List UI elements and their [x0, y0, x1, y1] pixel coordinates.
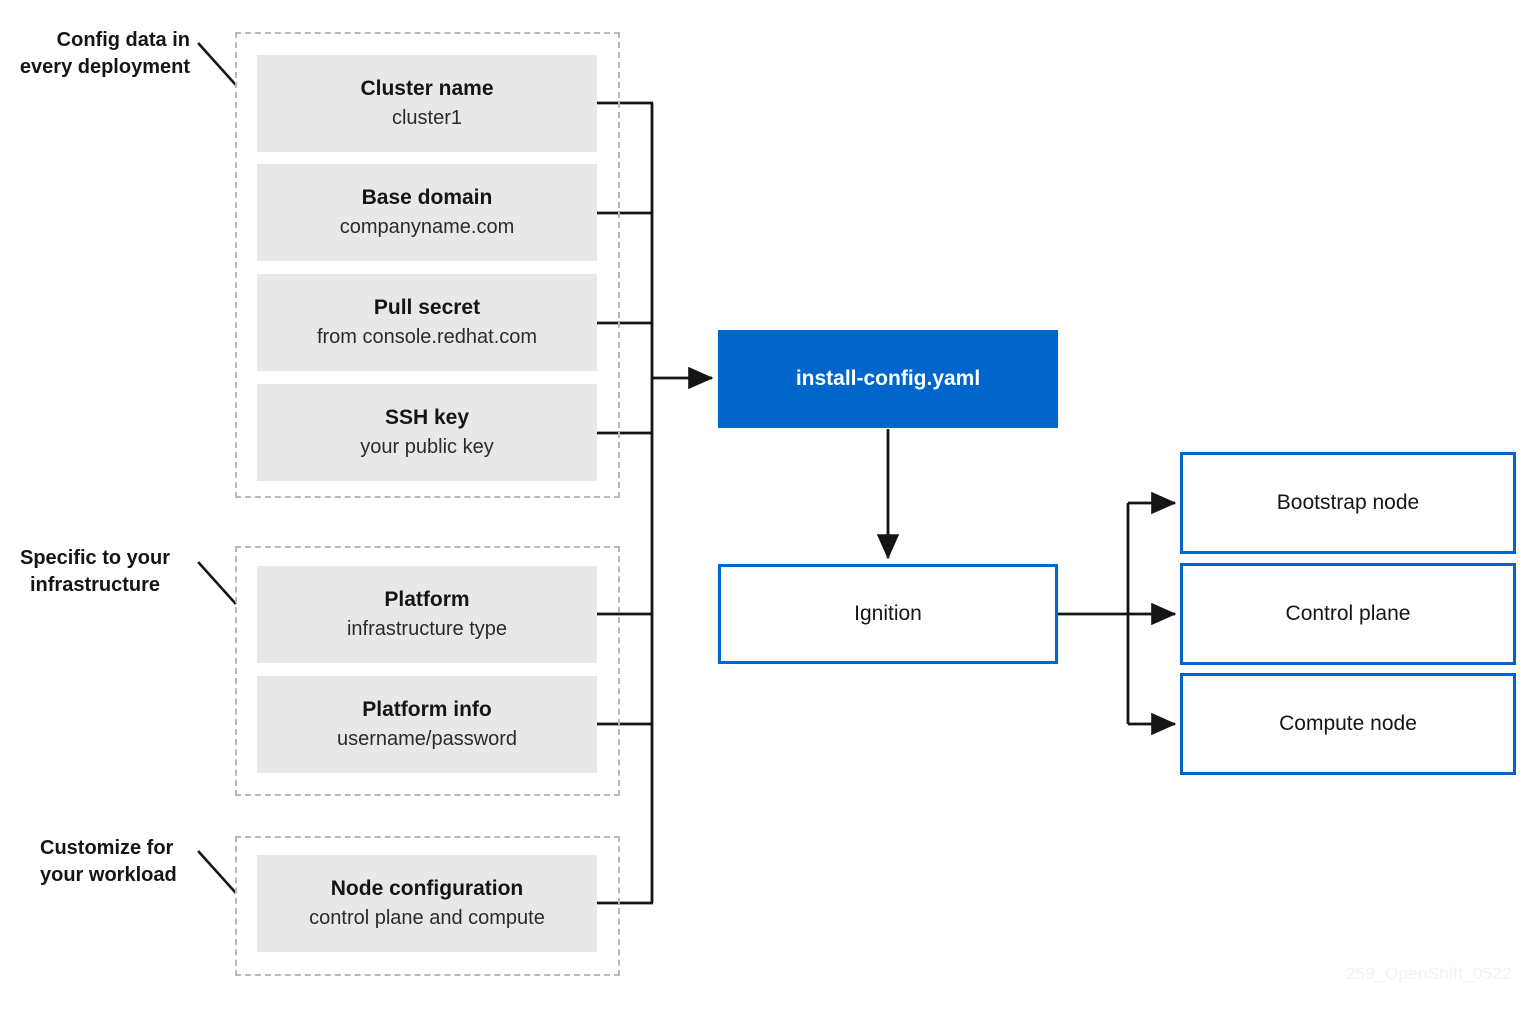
- ignition-label: Ignition: [854, 602, 922, 625]
- config-card-title: SSH key: [384, 406, 470, 430]
- install-config-yaml-box[interactable]: install-config.yaml: [718, 330, 1058, 428]
- config-card-title: Cluster name: [360, 77, 494, 101]
- config-card-title: Platform: [384, 588, 470, 612]
- config-card-title: Platform info: [362, 698, 492, 722]
- control-plane-box[interactable]: Control plane: [1180, 563, 1516, 665]
- group-frame-infrastructure: [235, 546, 620, 796]
- config-card-subtitle: your public key: [360, 435, 494, 458]
- bootstrap-node-box[interactable]: Bootstrap node: [1180, 452, 1516, 554]
- config-card-node-configuration[interactable]: Node configuration control plane and com…: [257, 855, 597, 952]
- config-card-subtitle: companyname.com: [339, 215, 515, 238]
- caption-leader-lines: [197, 42, 237, 894]
- config-card-platform-info[interactable]: Platform info username/password: [257, 676, 597, 773]
- config-card-ssh-key[interactable]: SSH key your public key: [257, 384, 597, 481]
- group-frame-common: [235, 32, 620, 498]
- compute-node-label: Compute node: [1279, 712, 1417, 735]
- control-plane-label: Control plane: [1285, 602, 1411, 625]
- config-card-subtitle: infrastructure type: [346, 617, 508, 640]
- ignition-box[interactable]: Ignition: [718, 564, 1058, 664]
- config-card-pull-secret[interactable]: Pull secret from console.redhat.com: [257, 274, 597, 371]
- config-card-title: Node configuration: [330, 877, 524, 901]
- group-caption-common: Config data in ever﻿y deployment: [19, 29, 190, 78]
- config-card-subtitle: cluster1: [391, 106, 463, 129]
- install-config-yaml-label: install-config.yaml: [795, 367, 981, 390]
- compute-node-box[interactable]: Compute node: [1180, 673, 1516, 775]
- config-card-subtitle: control plane and compute: [309, 906, 545, 929]
- config-card-title: Pull secret: [373, 296, 481, 320]
- config-card-platform[interactable]: Platform infrastructure type: [257, 566, 597, 663]
- bootstrap-node-label: Bootstrap node: [1276, 491, 1420, 514]
- config-card-cluster-name[interactable]: Cluster name cluster1: [257, 55, 597, 152]
- group-caption-workload: Customize for your workload: [40, 837, 177, 886]
- watermark-label: 259_OpenShift_0522: [1345, 964, 1512, 983]
- group-frame-workload: [235, 836, 620, 976]
- config-card-title: Base domain: [361, 186, 493, 210]
- group-caption-infrastructure: Specific to your infrastructure: [19, 547, 171, 596]
- config-card-subtitle: username/password: [336, 727, 518, 750]
- config-card-subtitle: from console.redhat.com: [316, 325, 538, 348]
- config-card-base-domain[interactable]: Base domain companyname.com: [257, 164, 597, 261]
